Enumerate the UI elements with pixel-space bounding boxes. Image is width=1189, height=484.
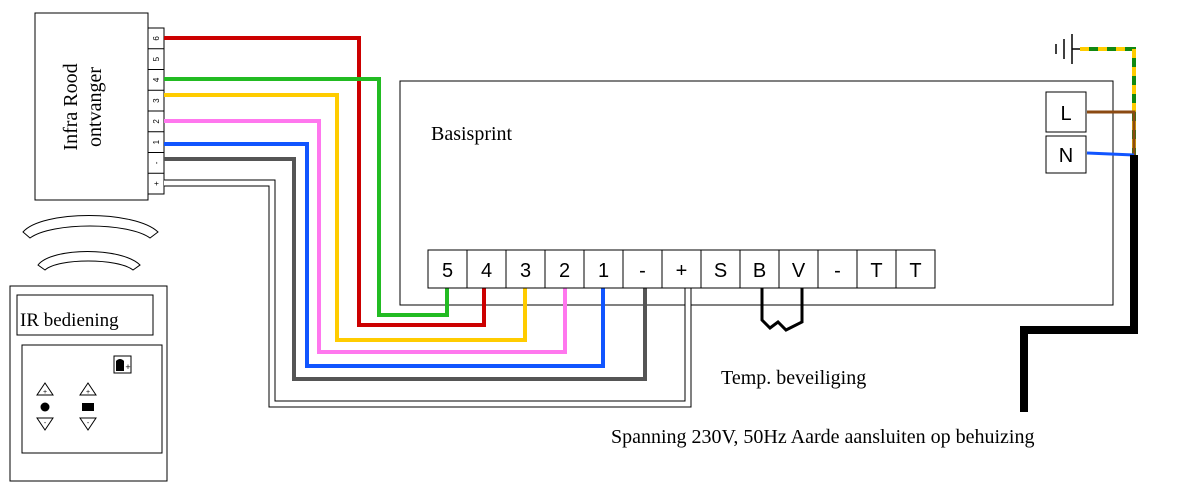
receiver-title-line2: ontvanger [84,67,106,147]
receiver-pin-5: 5 [152,56,161,61]
receiver-pin-plus: + [152,181,161,186]
receiver-pin-2: 2 [152,119,161,124]
board-label: Basisprint [431,123,513,145]
up-arrow-icon[interactable] [36,382,54,396]
terminal-b [739,249,780,289]
receiver-pin-6: 6 [152,36,161,41]
terminal-1 [583,249,624,289]
signal-wave-outer [22,215,159,239]
remote-button-group-2[interactable]: + - [79,382,97,431]
plus-icon: + [125,362,130,372]
up-arrow-icon[interactable] [79,382,97,396]
terminal-t-1 [856,249,897,289]
temp-protection-label: Temp. beveiliging [721,367,866,389]
ir-remote: IR bediening + - + - + [9,285,168,482]
terminal-t-2 [895,249,936,289]
minus-icon: - [87,420,90,427]
down-arrow-icon[interactable] [36,417,54,431]
remote-keypad [21,344,163,454]
terminal-label-2: 2 [559,260,570,282]
terminal-minus-2 [817,249,858,289]
wire-red [164,36,486,327]
signal-wave-inner [37,251,141,271]
terminal-label-v: V [792,260,806,282]
ir-receiver: 6 5 4 3 2 1 - + Infra Rood ontvanger [34,12,165,201]
terminal-strip: 5 4 3 2 1 - + S B V - T T [427,249,936,289]
terminal-n [1045,135,1087,174]
terminal-plus [661,249,702,289]
wire-green [164,77,449,317]
mains-cable [1020,155,1138,412]
wire-yellow [164,93,527,342]
receiver-pin-1: 1 [152,139,161,144]
plus-icon: + [86,389,90,396]
down-arrow-icon[interactable] [79,417,97,431]
terminal-label-plus: + [676,260,688,282]
heater-icon [82,403,94,411]
terminal-label-t-1: T [870,260,882,282]
terminal-label-t-2: T [909,260,921,282]
light-icon [40,402,50,412]
terminal-5 [427,249,468,289]
wire-white [164,180,691,407]
remote-label-box [16,294,154,336]
terminal-label-minus: - [639,260,646,282]
plus-icon: + [43,389,47,396]
terminal-label-s: S [714,260,727,282]
receiver-pin-minus: - [152,161,161,164]
terminal-s [700,249,741,289]
wire-blue [164,142,605,368]
receiver-pin-3: 3 [152,98,161,103]
terminal-3 [505,249,546,289]
remote-button-group-1[interactable]: + - [36,382,54,431]
temp-protection-loop [760,288,804,332]
terminal-l [1045,91,1087,133]
wire-pink [164,119,567,354]
bulb-icon [116,359,124,371]
remote-label: IR bediening [20,310,119,331]
signal-wires [164,36,804,408]
minus-icon: - [44,420,47,427]
terminal-label-4: 4 [481,260,492,282]
receiver-title-line1: Infra Rood [60,63,82,150]
mains-power: L N [1020,34,1138,412]
terminal-label-b: B [753,260,766,282]
earth-symbol-icon [1055,34,1080,64]
live-wire [1087,110,1136,155]
receiver-pin-4: 4 [152,77,161,82]
terminal-label-3: 3 [520,260,531,282]
receiver-box [34,12,149,201]
neutral-wire [1086,151,1135,157]
supply-label: Spanning 230V, 50Hz Aarde aansluiten op … [611,426,1034,448]
remote-power-button[interactable]: + [113,355,132,374]
wire-gray [164,157,647,381]
receiver-pin-dividers [148,48,164,174]
terminal-minus [622,249,663,289]
terminal-l-label: L [1060,103,1071,125]
terminal-label-minus-2: - [834,260,841,282]
terminal-label-5: 5 [442,260,453,282]
terminal-n-label: N [1059,145,1073,167]
terminal-label-1: 1 [598,260,609,282]
ir-signal-waves [22,215,159,271]
